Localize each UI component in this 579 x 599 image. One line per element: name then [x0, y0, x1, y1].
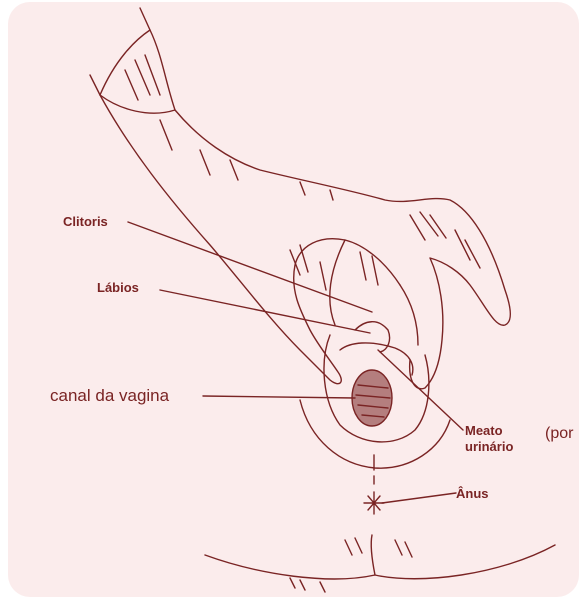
label-meato-line2: urinário: [465, 439, 513, 455]
label-por: (por: [545, 425, 573, 443]
anus-mark: [364, 492, 384, 514]
glove-cuff: [100, 30, 175, 113]
label-anus: Ânus: [456, 486, 489, 501]
leader-clitoris: [128, 222, 372, 312]
hand-outline: [175, 110, 510, 389]
label-clitoris: Clitoris: [63, 214, 108, 229]
leader-labios: [160, 290, 370, 333]
leader-canal: [203, 396, 355, 398]
label-meato-line1: Meato: [465, 423, 513, 439]
label-labios: Lábios: [97, 280, 139, 295]
label-canal-da-vagina: canal da vagina: [50, 386, 169, 406]
buttocks-outline: [205, 545, 555, 579]
label-meato-urinario: Meato urinário: [465, 423, 513, 455]
leader-anus: [382, 493, 456, 503]
